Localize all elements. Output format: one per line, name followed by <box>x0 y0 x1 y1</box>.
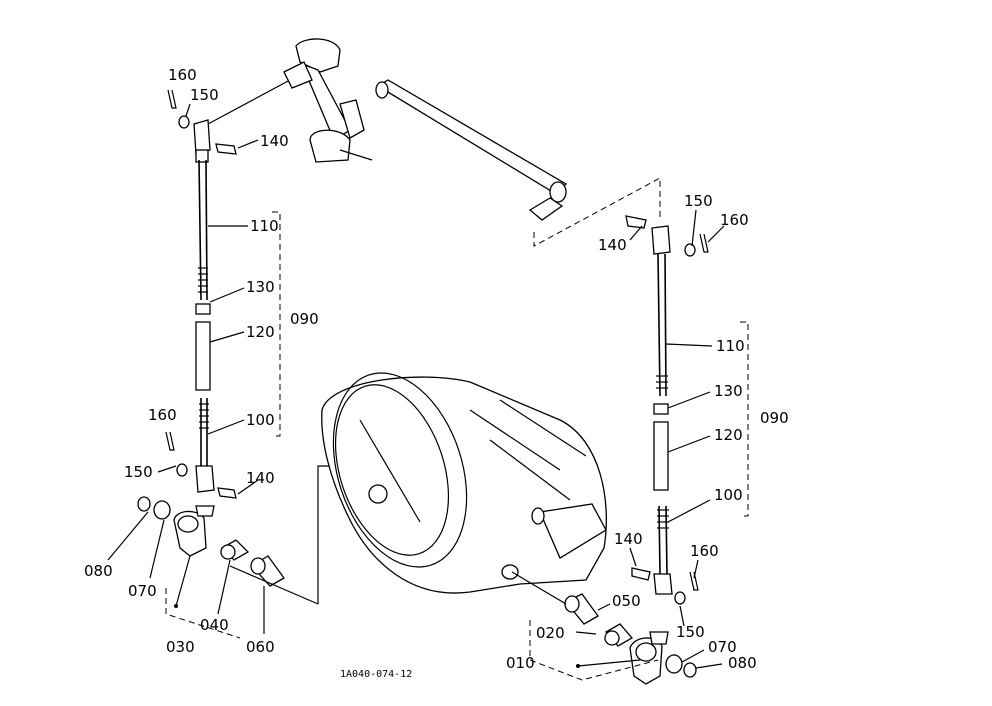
label-130: 130 <box>246 278 275 296</box>
label-070: 070 <box>708 638 737 656</box>
right-cotter-pin-160-top <box>699 233 709 253</box>
right-cotter-pin-160-bottom <box>689 571 699 591</box>
left-lower-yoke <box>195 465 215 493</box>
pedal-bracket <box>283 38 373 163</box>
label-090: 090 <box>760 409 789 427</box>
label-150: 150 <box>190 86 219 104</box>
label-100: 100 <box>714 486 743 504</box>
left-washer-150-top <box>178 115 190 129</box>
right-upper-yoke <box>651 225 671 255</box>
left-cotter-pin-160-bottom <box>165 431 175 451</box>
label-140: 140 <box>246 469 275 487</box>
right-lower-yoke <box>653 573 673 595</box>
right-washer-150-top <box>684 243 696 257</box>
right-nut-130 <box>653 403 669 415</box>
left-pin-140-bottom <box>217 487 237 499</box>
left-cotter-pin-160-top <box>167 89 177 109</box>
label-160: 160 <box>148 406 177 424</box>
left-rod-assembly <box>137 79 335 605</box>
right-pin-140-bottom <box>631 567 651 581</box>
label-160: 160 <box>690 542 719 560</box>
label-040: 040 <box>200 616 229 634</box>
left-washer-150-bottom <box>176 463 188 477</box>
label-080: 080 <box>728 654 757 672</box>
figure-code: 1A040-074-12 <box>340 669 412 680</box>
label-130: 130 <box>714 382 743 400</box>
label-120: 120 <box>714 426 743 444</box>
label-150: 150 <box>684 192 713 210</box>
left-nut-130 <box>195 303 211 315</box>
right-clip-080 <box>683 662 697 678</box>
right-pin-140-top <box>625 215 647 229</box>
label-150: 150 <box>676 623 705 641</box>
left-pin-140-top <box>215 143 237 155</box>
right-washer-070 <box>665 654 683 674</box>
left-tube-120 <box>195 321 211 391</box>
part-labels: 160 150 140 110 130 090 120 100 160 150 … <box>84 66 789 680</box>
label-020: 020 <box>536 624 565 642</box>
transmission-housing <box>321 372 607 594</box>
cross-shaft <box>375 79 661 247</box>
label-100: 100 <box>246 411 275 429</box>
label-030: 030 <box>166 638 195 656</box>
leader-lines <box>107 103 725 669</box>
label-140: 140 <box>260 132 289 150</box>
label-070: 070 <box>128 582 157 600</box>
label-110: 110 <box>250 217 279 235</box>
right-rod-assembly <box>511 215 709 685</box>
right-tube-120 <box>653 421 669 491</box>
label-080: 080 <box>84 562 113 580</box>
label-160: 160 <box>168 66 197 84</box>
label-110: 110 <box>716 337 745 355</box>
left-upper-yoke <box>193 119 211 155</box>
label-140: 140 <box>598 236 627 254</box>
label-150: 150 <box>124 463 153 481</box>
left-clip-080 <box>137 496 151 512</box>
group-brackets <box>165 211 749 681</box>
label-010: 010 <box>506 654 535 672</box>
label-160: 160 <box>720 211 749 229</box>
label-090: 090 <box>290 310 319 328</box>
label-120: 120 <box>246 323 275 341</box>
label-060: 060 <box>246 638 275 656</box>
right-washer-150-bottom <box>674 591 686 605</box>
label-050: 050 <box>612 592 641 610</box>
left-washer-070 <box>153 500 171 520</box>
label-140: 140 <box>614 530 643 548</box>
